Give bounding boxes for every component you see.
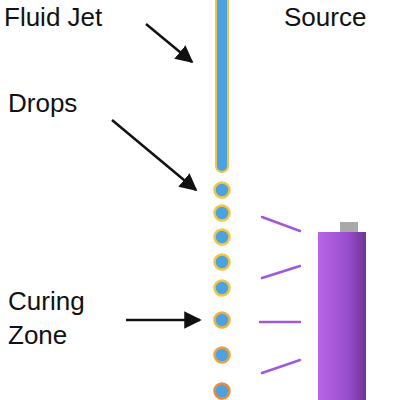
uv-lamp <box>318 232 366 400</box>
label-text: Fluid Jet <box>4 0 144 34</box>
label-text: Curing Zone <box>8 284 118 352</box>
fluid-jet <box>216 0 228 172</box>
uv-rays <box>260 217 300 373</box>
drops <box>215 183 230 399</box>
leader-arrows <box>112 24 200 320</box>
label-text: Source <box>284 0 396 34</box>
label-text: Drops <box>8 86 118 120</box>
